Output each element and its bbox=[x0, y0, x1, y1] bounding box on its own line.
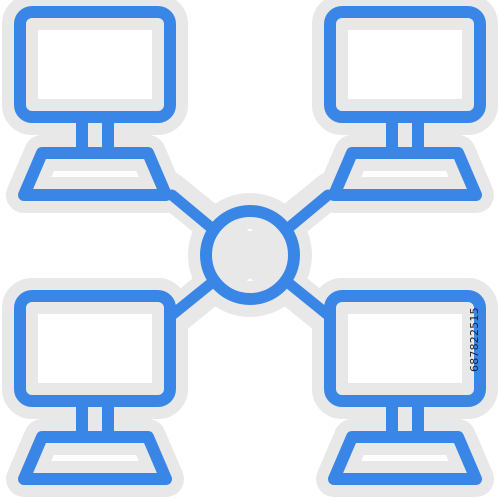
link-bottom-right bbox=[280, 275, 334, 321]
outline-computer-bottom-left bbox=[20, 296, 170, 479]
watermark-id: 687822515 bbox=[468, 307, 481, 372]
outline-computer-top-left bbox=[20, 12, 170, 195]
network-hub-circle-icon bbox=[200, 205, 300, 305]
link-top-right bbox=[280, 189, 334, 236]
outline-computer-top-right bbox=[330, 12, 480, 195]
link-bottom-left bbox=[166, 275, 220, 321]
link-top-left bbox=[166, 189, 220, 236]
outline-computer-bottom-right bbox=[330, 296, 480, 479]
sticker-outline bbox=[20, 12, 480, 479]
